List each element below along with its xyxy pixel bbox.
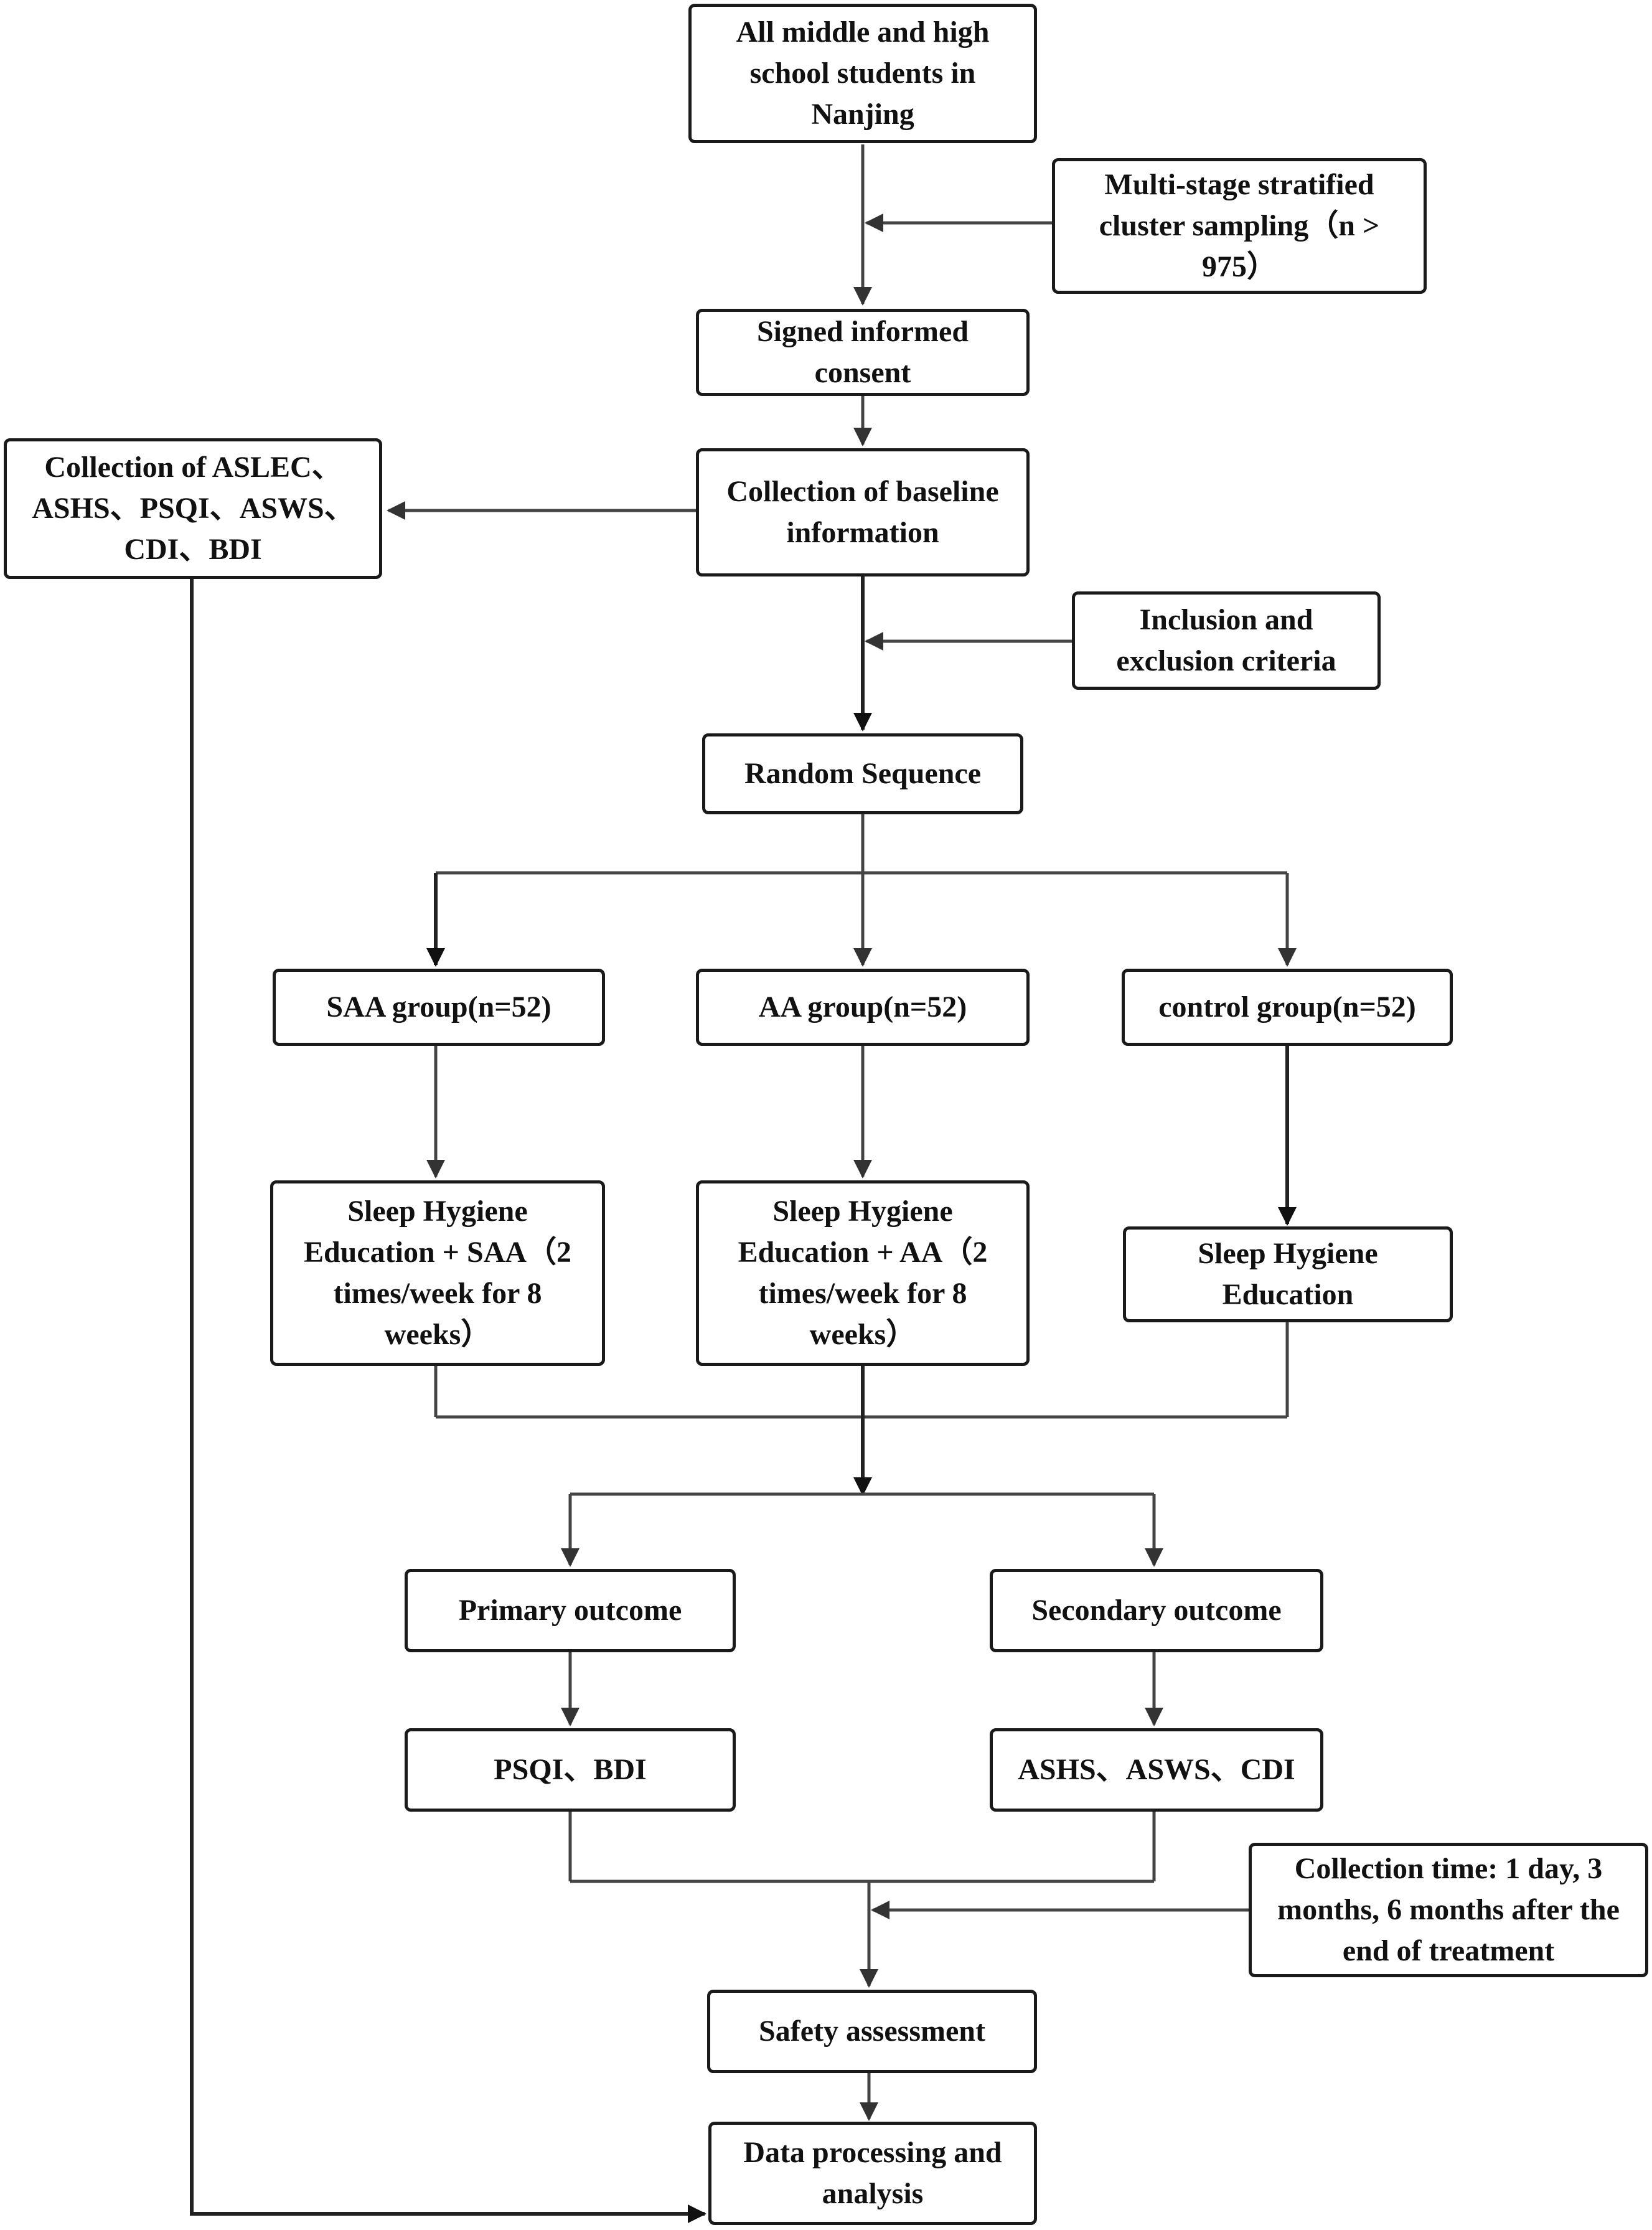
aa-treatment-box: Sleep Hygiene Education + AA（2 times/wee…: [696, 1180, 1030, 1366]
safety-assessment-box: Safety assessment: [707, 1990, 1037, 2073]
criteria-box: Inclusion and exclusion criteria: [1072, 591, 1381, 690]
analysis-box: Data processing and analysis: [708, 2122, 1037, 2225]
sampling-box: Multi-stage stratified cluster sampling（…: [1052, 158, 1427, 294]
primary-outcome-box: Primary outcome: [405, 1569, 736, 1652]
saa-group-box: SAA group(n=52): [273, 969, 605, 1046]
saa-treatment-box: Sleep Hygiene Education + SAA（2 times/we…: [270, 1180, 605, 1366]
collection-time-box: Collection time: 1 day, 3 months, 6 mont…: [1249, 1843, 1648, 1977]
arrow-scales-to-analysis: [190, 579, 706, 2223]
random-sequence-box: Random Sequence: [702, 733, 1023, 814]
scales-box: Collection of ASLEC、ASHS、PSQI、ASWS、CDI、B…: [4, 438, 382, 579]
control-treatment-box: Sleep Hygiene Education: [1123, 1226, 1453, 1322]
population-box: All middle and high school students in N…: [688, 4, 1037, 143]
secondary-outcome-box: Secondary outcome: [990, 1569, 1323, 1652]
aa-group-box: AA group(n=52): [696, 969, 1030, 1046]
baseline-box: Collection of baseline information: [696, 448, 1030, 576]
primary-measures-box: PSQI、BDI: [405, 1728, 736, 1812]
consent-box: Signed informed consent: [696, 309, 1030, 396]
control-group-box: control group(n=52): [1122, 969, 1453, 1046]
secondary-measures-box: ASHS、ASWS、CDI: [990, 1728, 1323, 1812]
